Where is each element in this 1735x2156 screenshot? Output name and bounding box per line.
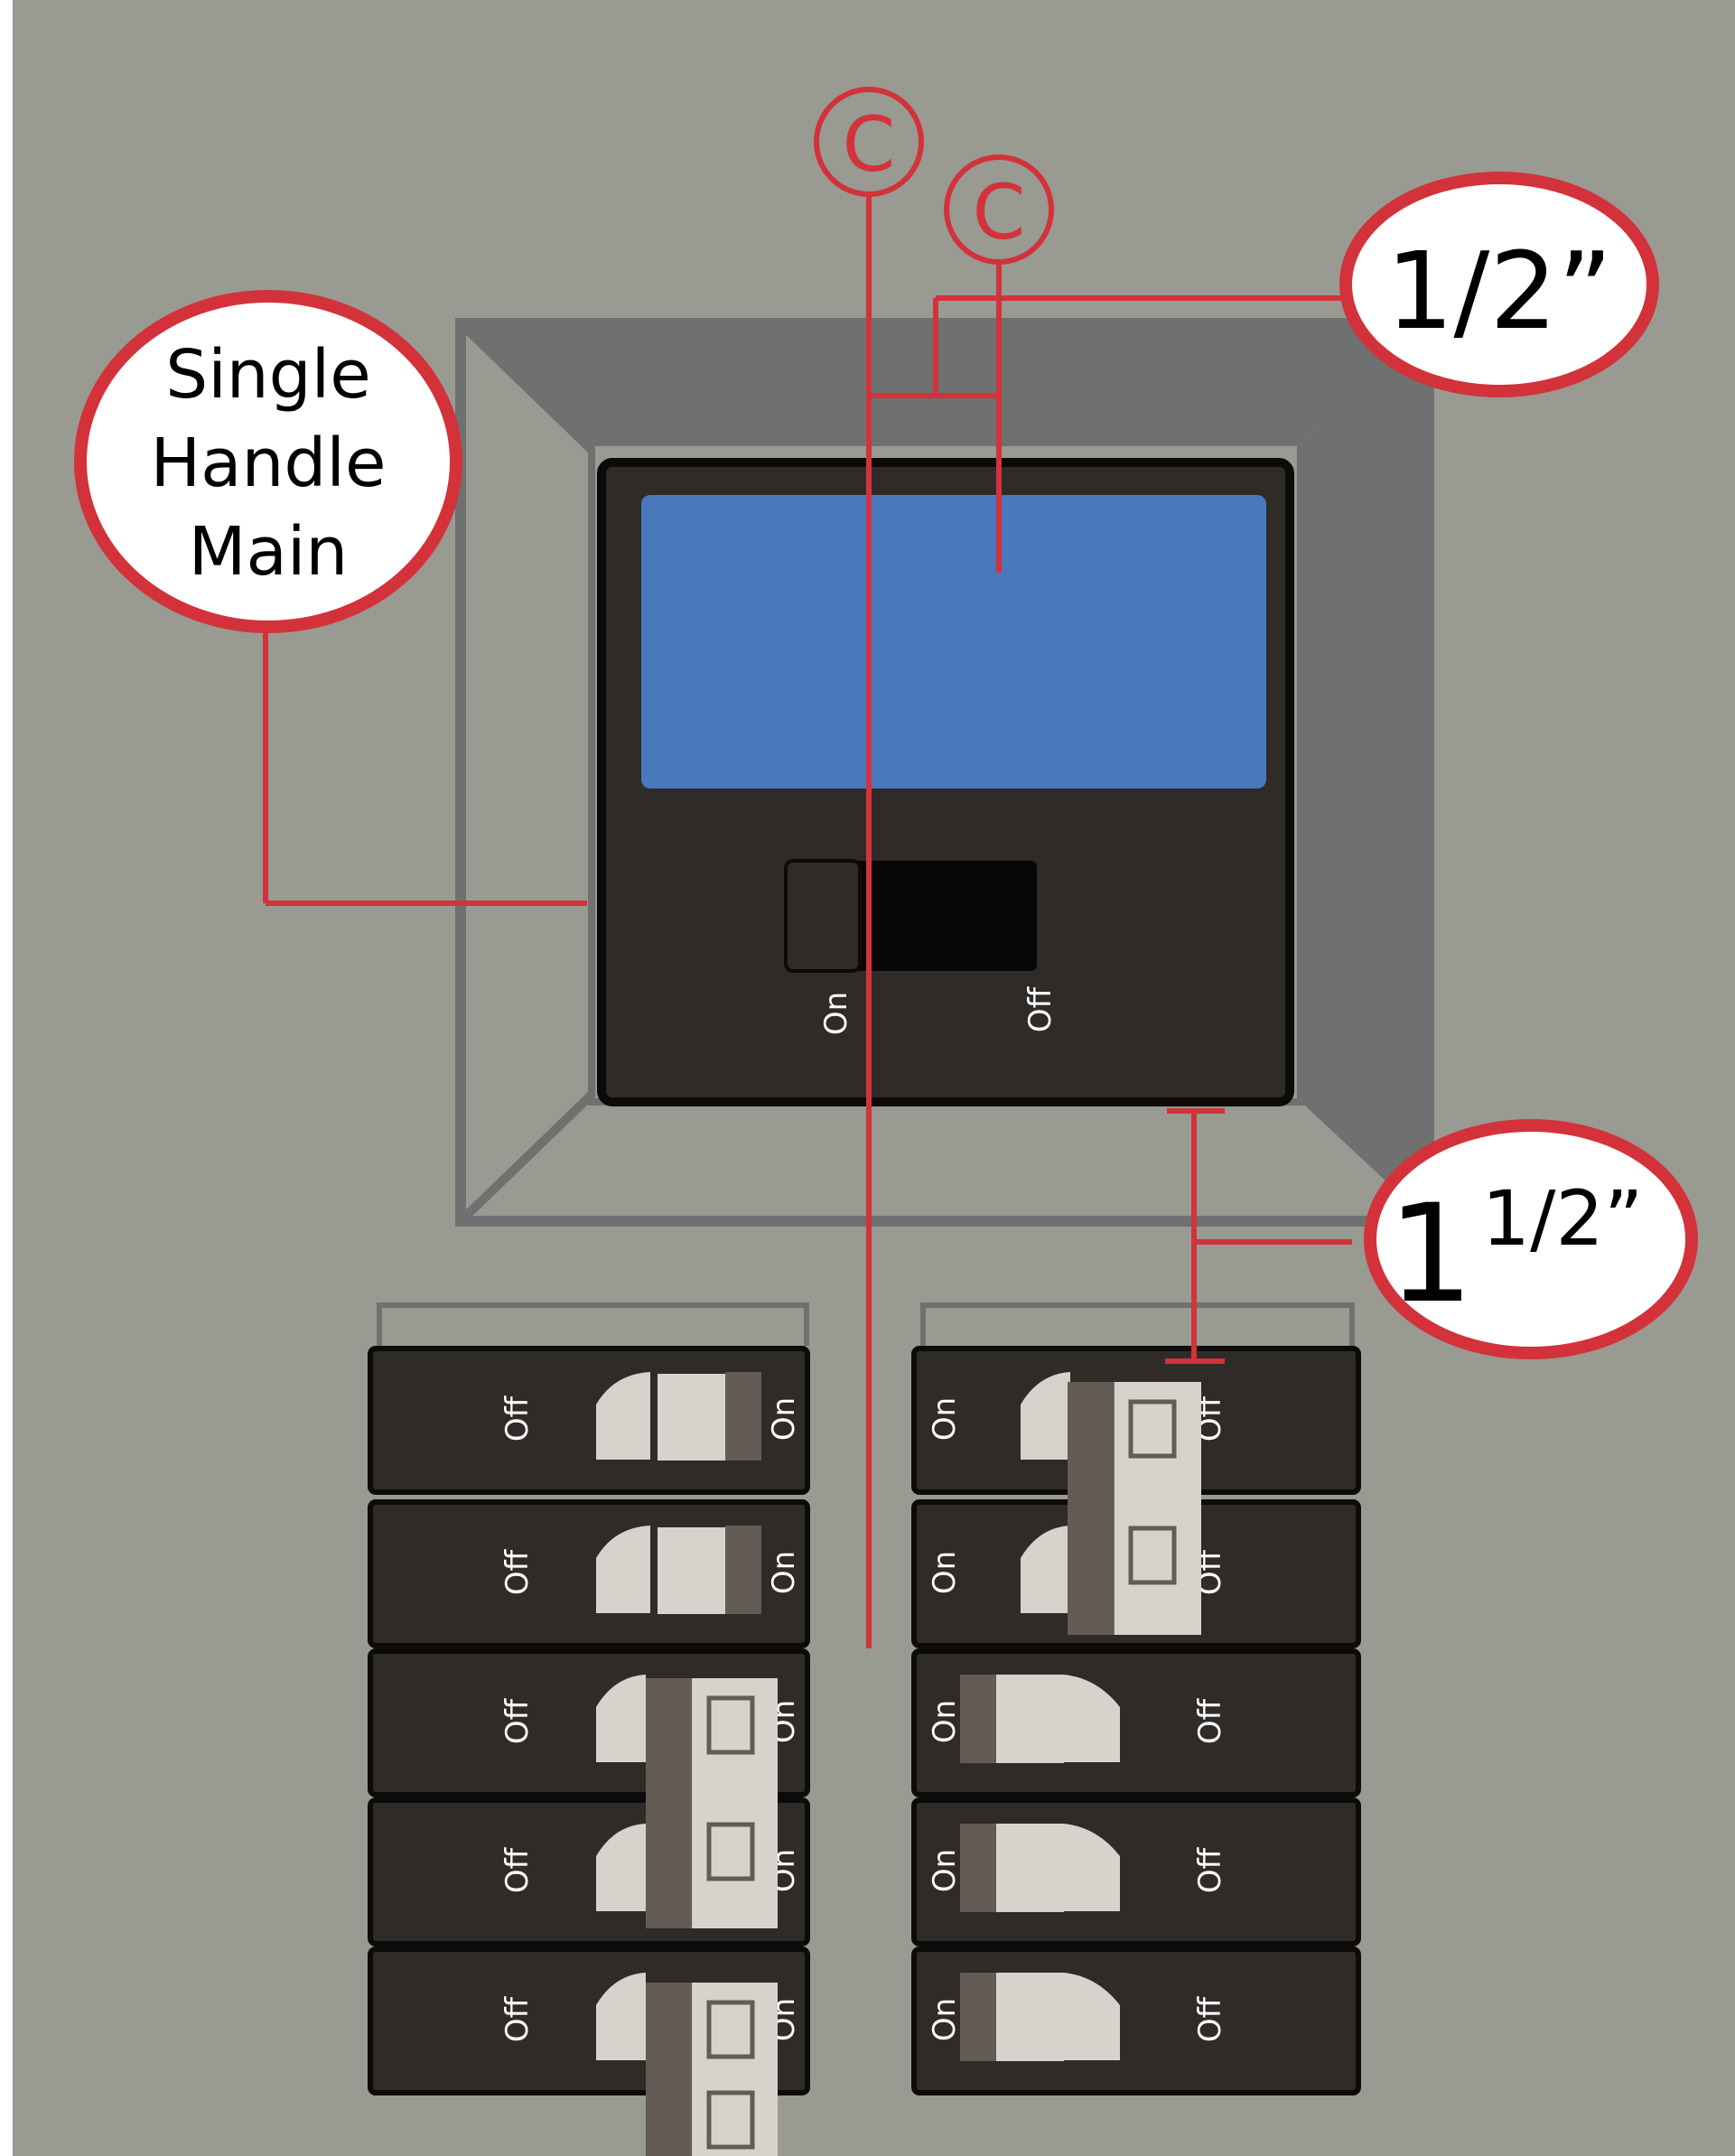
left-handle-lever[interactable] — [596, 1824, 646, 1911]
frame-top-bevel — [461, 323, 1429, 450]
main-label-line-3: Main — [189, 513, 349, 591]
right-handle-side — [960, 1824, 996, 1912]
left-breaker-on-label: On — [766, 1551, 802, 1594]
left-tandem-handle-1-face[interactable] — [692, 1678, 778, 1928]
right-breaker-on-label: On — [927, 1551, 963, 1594]
left-handle-lever[interactable] — [596, 1372, 650, 1460]
right-column-bracket — [920, 1302, 1355, 1346]
c-mark-1-circle — [814, 87, 924, 197]
tandem-window-2-a — [706, 1695, 755, 1755]
right-breaker-on-label: On — [927, 1397, 963, 1441]
c-mark-2: C — [944, 154, 1054, 265]
left-breaker-on-label: On — [766, 1397, 802, 1441]
left-handle-face[interactable] — [658, 1374, 725, 1461]
tandem-window-1-a — [1128, 1399, 1177, 1459]
right-breaker-off-label: Off — [1192, 1697, 1228, 1744]
one-and-half-whole: 1 — [1387, 1176, 1473, 1333]
main-label-line-2: Handle — [151, 425, 387, 502]
right-breaker-4: On Off — [911, 1797, 1361, 1946]
single-handle-main-bubble — [74, 290, 462, 633]
half-inch-callout: 1/2” — [1339, 172, 1659, 397]
right-handle-face[interactable] — [996, 1824, 1064, 1912]
frame-left-bevel — [457, 320, 595, 453]
half-inch-label: 1/2” — [1385, 229, 1612, 353]
right-tandem-handle — [1068, 1382, 1201, 1635]
main-breaker: On Off — [597, 458, 1294, 1106]
right-breaker-off-label: Off — [1192, 1995, 1228, 2042]
left-breaker-2: Off On — [368, 1499, 810, 1648]
right-handle-face[interactable] — [996, 1675, 1064, 1763]
left-tandem-handle-2 — [646, 1983, 778, 2156]
c-mark-2-circle — [944, 154, 1054, 265]
c-mark-1: C — [814, 87, 924, 197]
c-mark-2-label: C — [973, 168, 1026, 257]
tandem-window-3-b — [706, 2090, 755, 2150]
tandem-window-3-a — [706, 2000, 755, 2059]
frame-bottom-bevel — [457, 1091, 595, 1225]
left-handle-lever[interactable] — [596, 1526, 650, 1613]
right-handle-lever[interactable] — [1064, 1824, 1120, 1911]
right-handle-side — [960, 1675, 996, 1763]
right-breaker-on-label: On — [927, 1700, 963, 1743]
tandem-window-2-b — [706, 1822, 755, 1881]
right-breaker-3: On Off — [911, 1648, 1361, 1797]
main-on-label: On — [818, 992, 854, 1035]
tandem-handles — [646, 1382, 1201, 2156]
right-handle-lever[interactable] — [1021, 1372, 1070, 1460]
left-breaker-off-label: Off — [499, 1995, 536, 2042]
main-breaker-handle[interactable] — [784, 859, 862, 973]
one-and-half-inch-bubble — [1364, 1119, 1698, 1359]
left-handle-face[interactable] — [658, 1527, 725, 1614]
left-breaker-off-label: Off — [499, 1846, 536, 1893]
right-handle-face[interactable] — [996, 1973, 1064, 2061]
c-mark-1-label: C — [843, 100, 896, 189]
right-handle-side — [960, 1973, 996, 2061]
right-tandem-handle-face[interactable] — [1114, 1382, 1201, 1635]
left-tandem-handle-2-face[interactable] — [692, 1983, 778, 2156]
left-tandem-handle-1 — [646, 1678, 778, 1928]
left-breaker-off-label: Off — [499, 1548, 536, 1595]
left-handle-side — [725, 1526, 761, 1614]
right-handle-lever[interactable] — [1064, 1675, 1120, 1762]
tandem-window-1-b — [1128, 1526, 1177, 1585]
main-breaker-screen — [641, 495, 1266, 789]
callout-lines — [263, 195, 1352, 1648]
left-column-bracket — [377, 1302, 809, 1346]
right-breaker-5: On Off — [911, 1946, 1361, 2095]
left-handle-lever[interactable] — [596, 1675, 646, 1762]
right-breaker-on-label: On — [927, 1849, 963, 1892]
right-breaker-off-label: Off — [1192, 1846, 1228, 1893]
one-and-half-inch-callout: 1 1/2” — [1364, 1119, 1698, 1359]
main-off-label: Off — [1022, 985, 1059, 1032]
single-handle-main-callout: Single Handle Main — [74, 290, 462, 633]
left-breaker-off-label: Off — [499, 1395, 536, 1442]
left-breaker-off-label: Off — [499, 1697, 536, 1744]
frame-right-bevel — [1293, 323, 1429, 1221]
half-inch-bubble — [1339, 172, 1659, 397]
right-breaker-on-label: On — [927, 1998, 963, 2041]
left-breaker-1: Off On — [368, 1346, 810, 1495]
main-label-line-1: Single — [165, 336, 371, 414]
right-handle-lever[interactable] — [1021, 1526, 1070, 1613]
right-handle-lever[interactable] — [1064, 1973, 1120, 2060]
left-handle-lever[interactable] — [596, 1973, 646, 2060]
one-and-half-fraction: 1/2” — [1482, 1174, 1644, 1263]
left-handle-side — [725, 1372, 761, 1461]
